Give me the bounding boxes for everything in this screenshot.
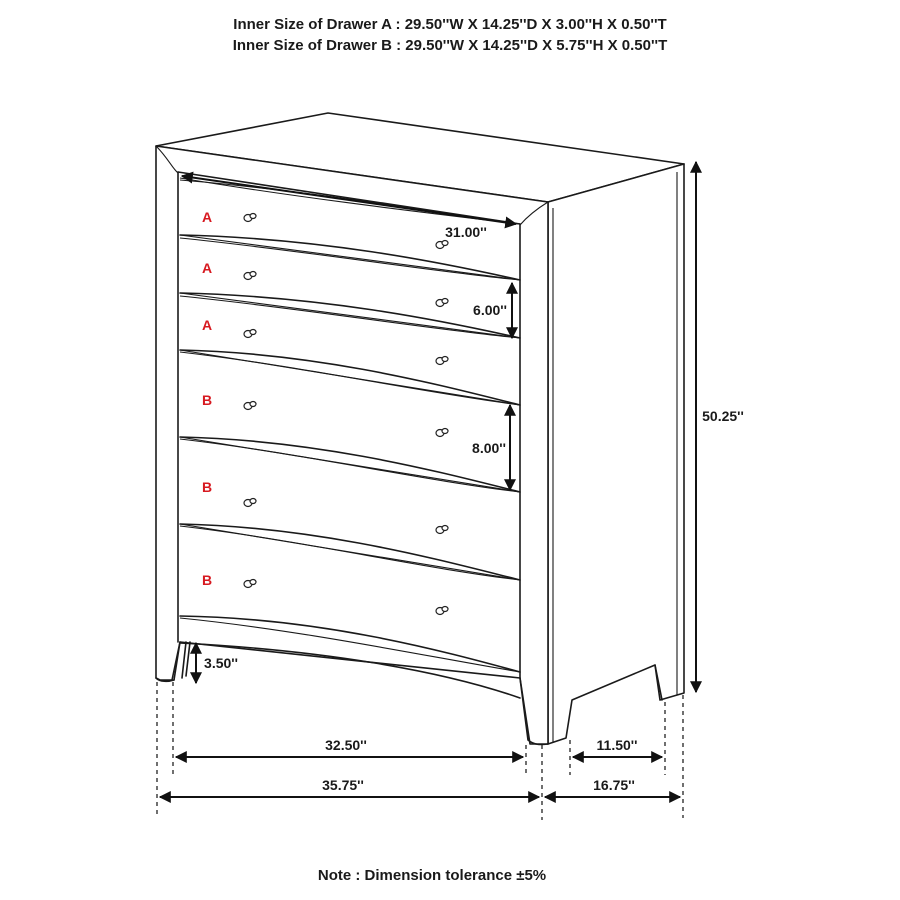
dimension-annotations: 31.00'' 6.00'' 8.00'' 50.25'' 3.50'' 32.…	[156, 160, 744, 820]
side-leg-span-dim: 11.50''	[597, 737, 638, 753]
handle-icon	[435, 239, 449, 250]
tolerance-note: Note : Dimension tolerance ±5%	[318, 867, 546, 884]
handle-icon	[243, 578, 257, 589]
drawer-b-height-dim: 8.00''	[472, 440, 506, 456]
handle-icon	[435, 297, 449, 308]
leg-height-dim: 3.50''	[204, 655, 238, 671]
drawer-a-inner-size: Inner Size of Drawer A : 29.50''W X 14.2…	[233, 16, 666, 33]
drawer-5-label: B	[202, 479, 212, 495]
handle-icon	[435, 605, 449, 616]
drawer-fronts	[179, 177, 521, 699]
handle-icon	[435, 427, 449, 438]
drawer-width-dim: 31.00''	[445, 224, 487, 240]
overall-height-dim: 50.25''	[702, 408, 744, 424]
handle-icon	[243, 328, 257, 339]
drawer-6-label: B	[202, 572, 212, 588]
handle-icon	[435, 524, 449, 535]
arrow-icon	[180, 171, 518, 229]
drawer-3-label: A	[202, 317, 212, 333]
drawer-1-label: A	[202, 209, 212, 225]
overall-depth-dim: 16.75''	[593, 777, 635, 793]
handle-icon	[243, 270, 257, 281]
drawer-4-label: B	[202, 392, 212, 408]
chest-body	[155, 112, 685, 746]
handle-icon	[243, 400, 257, 411]
drawer-2-label: A	[202, 260, 212, 276]
overall-width-dim: 35.75''	[322, 777, 364, 793]
drawer-a-height-dim: 6.00''	[473, 302, 507, 318]
handle-icon	[435, 355, 449, 366]
drawer-b-inner-size: Inner Size of Drawer B : 29.50''W X 14.2…	[233, 37, 668, 54]
handle-icon	[243, 497, 257, 508]
leg-span-width-dim: 32.50''	[325, 737, 367, 753]
